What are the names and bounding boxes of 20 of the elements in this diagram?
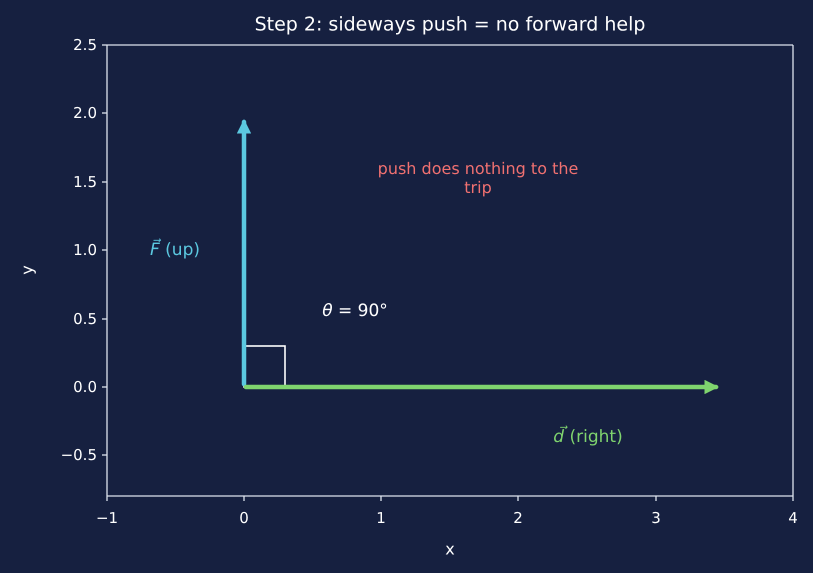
chart-title: Step 2: sideways push = no forward help (254, 14, 646, 36)
tick-label: 2.5 (73, 36, 97, 54)
tick-label: 0.0 (73, 378, 97, 396)
tick-label: 2 (513, 509, 523, 527)
angle-label: θ = 90° (322, 300, 388, 322)
tick-label: 1.5 (73, 173, 97, 191)
tick-label: −1 (96, 509, 118, 527)
tick-label: 3 (651, 509, 661, 527)
vector-label: F⃗ (up) (150, 240, 200, 260)
annotation-text: push does nothing to the trip (376, 158, 580, 198)
tick-label: 0.5 (73, 310, 97, 328)
tick-label: 1.0 (73, 241, 97, 259)
tick-label: −0.5 (60, 446, 97, 464)
axis-label: y (17, 265, 37, 275)
tick-label: 1 (376, 509, 386, 527)
tick-label: 0 (239, 509, 249, 527)
tick-label: 4 (788, 509, 798, 527)
axis-label: x (445, 539, 455, 559)
tick-label: 2.0 (73, 104, 97, 122)
vector-label: d⃗ (right) (553, 426, 623, 448)
